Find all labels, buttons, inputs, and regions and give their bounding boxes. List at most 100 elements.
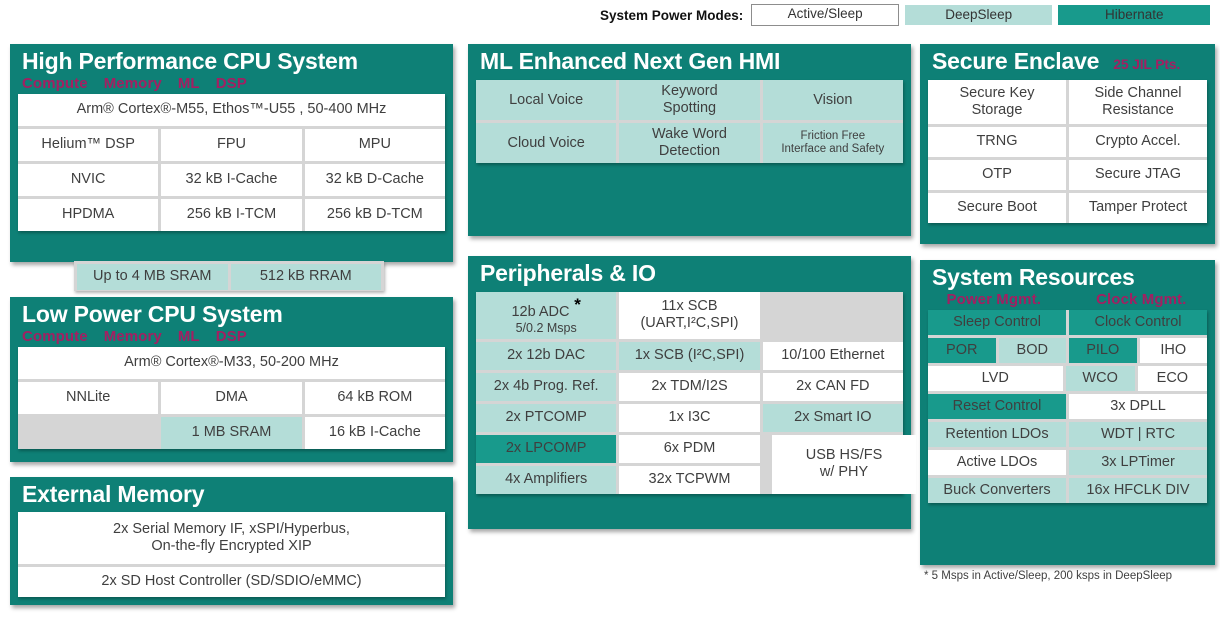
cell-wdt-rtc[interactable]: WDT | RTC — [1069, 422, 1207, 447]
cell-smart-io[interactable]: 2x Smart IO — [762, 403, 903, 432]
table-row: Secure Boot Tamper Protect — [928, 193, 1207, 223]
cell-can-fd[interactable]: 2x CAN FD — [762, 372, 903, 401]
cell-1x-scb[interactable]: 1x SCB (I²C,SPI) — [619, 341, 760, 370]
cell-i-cache[interactable]: 32 kB I-Cache — [161, 164, 302, 196]
cell-otp[interactable]: OTP — [928, 160, 1066, 190]
cell-tdm-i2s[interactable]: 2x TDM/I2S — [619, 372, 760, 401]
cell-nnlite[interactable]: NNLite — [18, 382, 159, 414]
cell-sd-host-controller[interactable]: 2x SD Host Controller (SD/SDIO/eMMC) — [18, 567, 445, 597]
cell-bod[interactable]: BOD — [998, 338, 1066, 363]
cell-rom[interactable]: 64 kB ROM — [304, 382, 445, 414]
block-external-memory: External Memory 2x Serial Memory IF, xSP… — [10, 477, 453, 605]
block-ml-enhanced-next-gen-hmi: ML Enhanced Next Gen HMI Local Voice Key… — [468, 44, 911, 236]
table-row: Helium™ DSP FPU MPU — [18, 129, 445, 161]
cell-buck-converters[interactable]: Buck Converters — [928, 478, 1066, 503]
cell-i-tcm[interactable]: 256 kB I-TCM — [161, 199, 302, 231]
cell-keyword-spotting[interactable]: Keyword Spotting — [619, 80, 760, 121]
cell-retention-ldos[interactable]: Retention LDOs — [928, 422, 1066, 447]
table-row: Active LDOs 3x LPTimer — [928, 450, 1207, 475]
cell-secure-jtag[interactable]: Secure JTAG — [1069, 160, 1207, 190]
cell-cloud-voice[interactable]: Cloud Voice — [476, 123, 617, 164]
cell-iho[interactable]: IHO — [1139, 338, 1207, 363]
cell-secure-key-storage[interactable]: Secure Key Storage — [928, 80, 1066, 124]
feature-table: Arm® Cortex®-M55, Ethos™-U55 , 50-400 MH… — [18, 94, 445, 231]
cell-lp-i-cache[interactable]: 16 kB I-Cache — [304, 417, 445, 449]
cell-trng[interactable]: TRNG — [928, 127, 1066, 157]
memory-bar: Up to 4 MB SRAM 512 kB RRAM — [74, 261, 384, 291]
cell-lvd[interactable]: LVD — [928, 366, 1063, 391]
cell-wake-word-detection[interactable]: Wake Word Detection — [619, 123, 760, 164]
adc-footnote: * 5 Msps in Active/Sleep, 200 ksps in De… — [924, 570, 1173, 582]
cell-cortex-m55[interactable]: Arm® Cortex®-M55, Ethos™-U55 , 50-400 MH… — [18, 94, 445, 126]
table-row: Secure Key Storage Side Channel Resistan… — [928, 80, 1207, 124]
cell-hfclk-div[interactable]: 16x HFCLK DIV — [1069, 478, 1207, 503]
cell-side-channel-resistance[interactable]: Side Channel Resistance — [1069, 80, 1207, 124]
block-peripherals-and-io: Peripherals & IO 12b ADC * 5/0.2 Msps 11… — [468, 256, 916, 529]
cell-eco[interactable]: ECO — [1137, 366, 1207, 391]
cell-usb[interactable]: USB HS/FS w/ PHY — [772, 434, 916, 494]
cell-lptimer[interactable]: 3x LPTimer — [1069, 450, 1207, 475]
block-secure-enclave: Secure Enclave 25 JIL Pts. Secure Key St… — [920, 44, 1215, 244]
cell-helium-dsp[interactable]: Helium™ DSP — [18, 129, 159, 161]
table-row: 2x LPCOMP 6x PDM USB HS/FS w/ PHY — [476, 434, 916, 494]
block-title: Peripherals & IO — [480, 260, 656, 286]
cell-dma[interactable]: DMA — [161, 382, 302, 414]
feature-table: 2x Serial Memory IF, xSPI/Hyperbus, On-t… — [18, 512, 445, 597]
cell-wco[interactable]: WCO — [1065, 366, 1135, 391]
cell-active-ldos[interactable]: Active LDOs — [928, 450, 1066, 475]
power-mode-chip-hibernate[interactable]: Hibernate — [1058, 5, 1210, 25]
table-row: Arm® Cortex®-M33, 50-200 MHz — [18, 347, 445, 379]
cell-dpll[interactable]: 3x DPLL — [1069, 394, 1207, 419]
cell-crypto-accel[interactable]: Crypto Accel. — [1069, 127, 1207, 157]
cell-rram[interactable]: 512 kB RRAM — [230, 264, 381, 290]
power-mode-chip-deepsleep[interactable]: DeepSleep — [904, 5, 1053, 25]
cell-12b-adc[interactable]: 12b ADC * 5/0.2 Msps — [476, 292, 617, 339]
cell-tamper-protect[interactable]: Tamper Protect — [1069, 193, 1207, 223]
cell-tcpwm[interactable]: 32x TCPWM — [619, 465, 760, 494]
cell-hpdma[interactable]: HPDMA — [18, 199, 159, 231]
table-row: OTP Secure JTAG — [928, 160, 1207, 190]
cell-secure-boot[interactable]: Secure Boot — [928, 193, 1066, 223]
block-title: External Memory — [22, 481, 205, 507]
cell-lpcomp[interactable]: 2x LPCOMP — [476, 434, 617, 463]
cell-ethernet[interactable]: 10/100 Ethernet — [762, 341, 903, 370]
cell-local-voice[interactable]: Local Voice — [476, 80, 617, 121]
cell-mpu[interactable]: MPU — [304, 129, 445, 161]
cell-amplifiers[interactable]: 4x Amplifiers — [476, 465, 617, 494]
cell-nvic[interactable]: NVIC — [18, 164, 159, 196]
cell-reset-control[interactable]: Reset Control — [928, 394, 1066, 419]
cell-serial-memory-if[interactable]: 2x Serial Memory IF, xSPI/Hyperbus, On-t… — [18, 512, 445, 564]
cell-sram[interactable]: Up to 4 MB SRAM — [77, 264, 228, 290]
table-row: NNLite DMA 64 kB ROM — [18, 382, 445, 414]
asterisk-icon: * — [569, 295, 581, 314]
cell-cortex-m33[interactable]: Arm® Cortex®-M33, 50-200 MHz — [18, 347, 445, 379]
cell-fpu[interactable]: FPU — [161, 129, 302, 161]
cell-pilo[interactable]: PILO — [1069, 338, 1137, 363]
cell-d-tcm[interactable]: 256 kB D-TCM — [304, 199, 445, 231]
table-row: 4x Amplifiers 32x TCPWM — [476, 465, 903, 494]
cell-vision[interactable]: Vision — [762, 80, 903, 121]
cell-2x-12b-dac[interactable]: 2x 12b DAC — [476, 341, 617, 370]
cell-prog-ref[interactable]: 2x 4b Prog. Ref. — [476, 372, 617, 401]
cell-sleep-control[interactable]: Sleep Control — [928, 310, 1066, 335]
table-row: Arm® Cortex®-M55, Ethos™-U55 , 50-400 MH… — [18, 94, 445, 126]
power-mode-chip-active-sleep[interactable]: Active/Sleep — [751, 4, 899, 26]
cell-i3c[interactable]: 1x I3C — [619, 403, 760, 432]
table-row: 2x SD Host Controller (SD/SDIO/eMMC) — [18, 567, 445, 597]
cell-lp-sram[interactable]: 1 MB SRAM — [161, 417, 302, 449]
table-row: 1 MB SRAM 16 kB I-Cache — [18, 417, 445, 449]
cell-d-cache[interactable]: 32 kB D-Cache — [304, 164, 445, 196]
cell-pdm[interactable]: 6x PDM — [619, 434, 760, 463]
cell-ptcomp[interactable]: 2x PTCOMP — [476, 403, 617, 432]
table-row: Buck Converters 16x HFCLK DIV — [928, 478, 1207, 503]
cell-11x-scb[interactable]: 11x SCB (UART,I²C,SPI) — [619, 292, 760, 339]
cell-friction-free-interface[interactable]: Friction Free Interface and Safety — [762, 123, 903, 164]
feature-table: Arm® Cortex®-M33, 50-200 MHz NNLite DMA … — [18, 347, 445, 449]
cell-placeholder — [18, 417, 159, 449]
cell-por[interactable]: POR — [928, 338, 996, 363]
table-row: 2x 12b DAC 1x SCB (I²C,SPI) 10/100 Ether… — [476, 341, 903, 370]
cell-clock-control[interactable]: Clock Control — [1069, 310, 1207, 335]
jil-points-badge: 25 JIL Pts. — [1113, 56, 1181, 72]
